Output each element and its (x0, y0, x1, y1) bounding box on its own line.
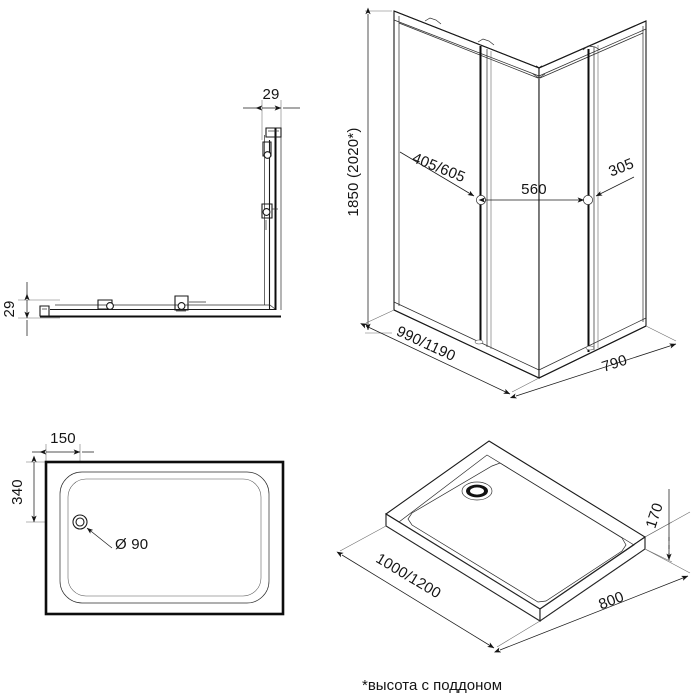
tray-dim-150-label: 150 (50, 430, 76, 447)
enclosure-dim-height-label: 1850 (2020*) (345, 127, 362, 216)
view-profile-plan: 29 29 (1, 86, 300, 336)
tray-dim-length-label: 1000/1200 (373, 550, 444, 602)
tray-dim-170-label: 170 (643, 501, 667, 531)
enclosure-right-panel (538, 20, 647, 379)
view-tray-iso: 170 1000/1200 800 (336, 440, 691, 653)
enclosure-dim-opening: 560 (478, 181, 585, 203)
tray-dim-drain-diameter: Ø 90 (86, 527, 148, 553)
view-enclosure-iso: 1850 (2020*) (345, 7, 677, 399)
tray-dim-width-label: 800 (596, 588, 626, 613)
enclosure-dim-height: 1850 (2020*) (345, 7, 392, 334)
profile-dim-29-top: 29 (243, 86, 300, 140)
tray-plan-outline (44, 460, 285, 616)
enclosure-dim-opening-label: 560 (521, 181, 547, 198)
profile-dim-29-left: 29 (1, 282, 60, 336)
profile-dim-29-left-label: 29 (1, 300, 18, 317)
tray-iso-drain (461, 481, 493, 501)
tray-dim-drain-diameter-label: Ø 90 (115, 536, 148, 553)
profile-dim-29-top-label: 29 (262, 86, 279, 103)
tray-plan-drain (72, 514, 88, 530)
tray-dim-170: 170 (643, 489, 673, 563)
tray-dim-340-label: 340 (9, 479, 26, 505)
profile-vertical-rail (261, 127, 282, 310)
view-tray-plan: 150 340 Ø 90 (9, 430, 285, 616)
footnote-text: *высота с поддоном (362, 677, 502, 694)
profile-horizontal-rail (39, 295, 281, 318)
enclosure-left-panel (393, 10, 540, 379)
enclosure-corner-rail (532, 65, 546, 79)
enclosure-dim-width-side-label: 790 (600, 352, 630, 376)
